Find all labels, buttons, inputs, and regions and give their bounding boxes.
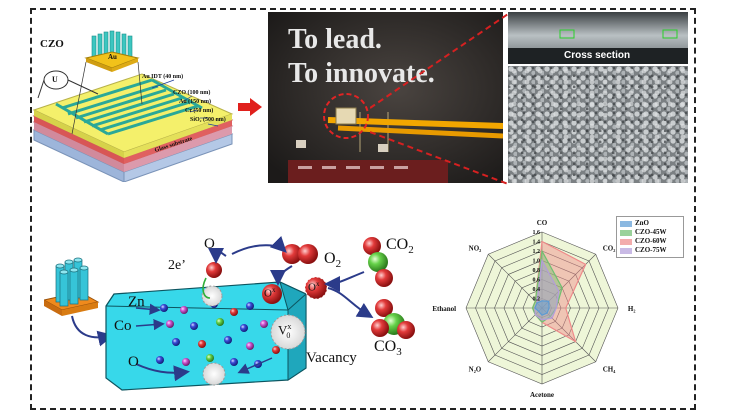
device-schematic: CZO Au U Au IDT (40 nm) CZO (100 nm) Au …	[32, 22, 237, 182]
layer-label-idt: Au IDT (40 nm)	[142, 74, 184, 80]
radar-tick-label: 0.8	[533, 268, 541, 274]
device-photo: To lead. To innovate.	[268, 12, 503, 183]
legend-swatch	[620, 229, 632, 236]
o2-label: O2	[324, 250, 342, 271]
zn-label: Zn	[128, 294, 145, 310]
radar-axis-label: H₂	[628, 305, 636, 313]
radar-tick-label: 1.2	[533, 249, 541, 255]
radar-tick-label: 0.2	[533, 297, 541, 303]
layer-label-au: Au (150 nm)	[179, 99, 212, 105]
radar-spoke	[488, 254, 543, 309]
czo-label: CZO	[40, 38, 64, 50]
radar-spoke	[488, 307, 543, 362]
cross-section-label: Cross section	[564, 50, 631, 61]
radar-tick-label: 0.4	[533, 287, 541, 293]
legend-entry: CZO-60W	[620, 237, 680, 246]
right-arrow-icon	[238, 98, 262, 116]
sem-cross-section: Cross section	[508, 12, 688, 64]
photo-text-line2: To innovate.	[288, 58, 435, 89]
radar-axis-label: NO₂	[469, 244, 482, 252]
sensing-mechanism: O 2e’ O2 CO2 CO3 Zn Co O Vacancy Vx0 Ox …	[44, 232, 420, 402]
layer-label-sio2: SiO₂ (500 nm)	[190, 117, 226, 123]
radar-tick-label: 0.6	[533, 278, 541, 284]
legend-entry: CZO-45W	[620, 228, 680, 237]
legend-entry: CZO-75W	[620, 246, 680, 255]
vacancy-label: Vacancy	[306, 350, 357, 366]
au-label: Au	[108, 53, 117, 61]
radar-chart: 0.2 0.4 0.6 0.8 1.0 1.2 1.4 1.6 CO CO₂ H₂ CH₄ Aceton…	[430, 212, 688, 402]
legend-swatch	[620, 238, 632, 245]
radar-axis-label: CO	[537, 219, 548, 227]
lattice-oxygen-label: O	[128, 354, 139, 370]
radar-tick-label: 1.0	[533, 259, 541, 265]
legend-swatch	[620, 220, 632, 227]
radar-series-zno	[534, 300, 550, 316]
photo-text-line1: To lead.	[288, 24, 382, 55]
radar-spoke	[541, 307, 596, 362]
oxygen-label: O	[204, 236, 215, 252]
legend-label: CZO-75W	[635, 246, 667, 254]
ionized-oxygen-label: Ox	[308, 280, 320, 294]
layer-label-czo: CZO (100 nm)	[173, 90, 211, 96]
radar-tick-label: 1.4	[533, 240, 541, 246]
radar-axis-label: CH₄	[603, 366, 617, 374]
radar-axis-label: Acetone	[530, 391, 554, 399]
radar-axis-label: N₂O	[469, 366, 482, 374]
electron-label: 2e’	[168, 258, 186, 273]
legend-label: CZO-45W	[635, 228, 667, 236]
legend-label: ZnO	[635, 219, 650, 227]
radar-tick-label: 1.6	[533, 230, 541, 236]
radar-spoke	[541, 254, 596, 309]
zoom-lines	[370, 12, 510, 187]
radar-axis-label: CO₂	[603, 244, 616, 252]
voltage-label: U	[52, 75, 58, 84]
adsorbed-oxygen-label: Ox	[264, 286, 276, 300]
layer-label-cr: Cr (50 nm)	[185, 108, 214, 114]
co2-label: CO2	[386, 236, 414, 257]
legend-entry: ZnO	[620, 219, 680, 228]
radar-axis-label: Ethanol	[432, 305, 456, 313]
figure-frame	[30, 8, 696, 410]
oxygen-vacancy-label: Vx0	[278, 322, 292, 340]
legend-swatch	[620, 247, 632, 254]
co-label: Co	[114, 318, 132, 334]
co3-label: CO3	[374, 338, 402, 359]
radar-series-czo-45w	[531, 249, 563, 324]
sem-top-view	[508, 66, 688, 183]
radar-svg: 0.2 0.4 0.6 0.8 1.0 1.2 1.4 1.6 CO CO₂ H₂ CH₄ Aceton…	[432, 219, 636, 399]
legend-label: CZO-60W	[635, 237, 667, 245]
